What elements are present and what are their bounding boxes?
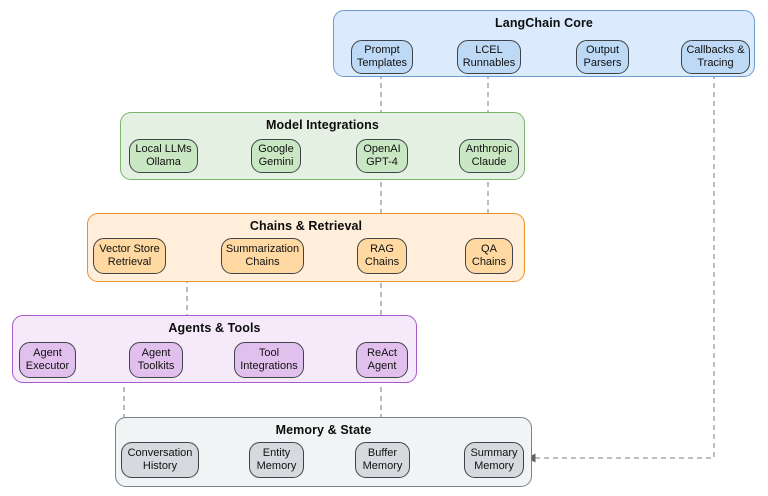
group-title-model-integrations: Model Integrations <box>266 118 379 132</box>
node-vector-store-retrieval: Vector Store Retrieval <box>93 238 166 274</box>
group-agents-tools: Agents & Tools Agent Executor Agent Tool… <box>12 315 417 383</box>
group-title-langchain-core: LangChain Core <box>495 16 593 30</box>
group-title-chains-retrieval: Chains & Retrieval <box>249 219 363 233</box>
node-tool-integrations: Tool Integrations <box>234 342 304 378</box>
node-google-gemini: Google Gemini <box>251 139 301 173</box>
edge-callbacks-tracing-to-summary-memory <box>526 74 715 463</box>
group-memory-state: Memory & State Conversation History Enti… <box>115 417 532 487</box>
node-output-parsers: Output Parsers <box>576 40 629 74</box>
node-anthropic-claude: Anthropic Claude <box>459 139 519 173</box>
node-openai-gpt-4: OpenAI GPT-4 <box>356 139 408 173</box>
group-title-agents-tools: Agents & Tools <box>168 321 261 335</box>
group-title-memory-state: Memory & State <box>275 423 372 437</box>
node-conversation-history: Conversation History <box>121 442 199 478</box>
node-react-agent: ReAct Agent <box>356 342 408 378</box>
group-model-integrations: Model Integrations Local LLMs Ollama Goo… <box>120 112 525 180</box>
node-entity-memory: Entity Memory <box>249 442 304 478</box>
node-buffer-memory: Buffer Memory <box>355 442 410 478</box>
node-summary-memory: Summary Memory <box>464 442 524 478</box>
group-langchain-core: LangChain Core Prompt Templates LCEL Run… <box>333 10 755 77</box>
node-prompt-templates: Prompt Templates <box>351 40 413 74</box>
node-agent-toolkits: Agent Toolkits <box>129 342 183 378</box>
node-rag-chains: RAG Chains <box>357 238 407 274</box>
node-agent-executor: Agent Executor <box>19 342 76 378</box>
node-callbacks-tracing: Callbacks & Tracing <box>681 40 750 74</box>
group-chains-retrieval: Chains & Retrieval Vector Store Retrieva… <box>87 213 525 282</box>
node-qa-chains: QA Chains <box>465 238 513 274</box>
node-local-llms-ollama: Local LLMs Ollama <box>129 139 198 173</box>
node-summarization-chains: Summarization Chains <box>221 238 304 274</box>
node-lcel-runnables: LCEL Runnables <box>457 40 521 74</box>
